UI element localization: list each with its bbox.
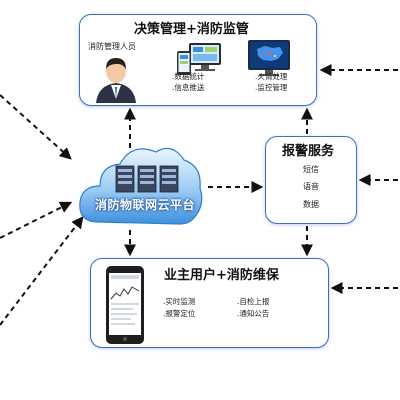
manager-label: 消防管理人员: [88, 42, 136, 51]
smartphone-icon: [106, 266, 144, 344]
top-right-item-2: .监控管理: [255, 83, 288, 92]
iot-cloud-platform: [76, 136, 206, 228]
owner-maintenance-title: 业主用户+消防维保: [164, 268, 279, 283]
alarm-service-box: 报警服务 短信 语音 数据: [265, 136, 357, 224]
bottom-left-item-2: .报警定位: [163, 309, 196, 318]
alarm-service-title: 报警服务: [282, 144, 335, 159]
manager-avatar-icon: [96, 58, 136, 103]
arrow-left-mid: [0, 201, 73, 239]
arrow-left-lower: [0, 216, 84, 326]
bottom-left-item-1: .实时监测: [163, 297, 196, 306]
alarm-item-sms: 短信: [303, 165, 319, 174]
arrow-left-upper: [0, 94, 72, 160]
cloud-platform-label: 消防物联网云平台: [94, 198, 195, 212]
devices-icon: [177, 43, 221, 75]
decision-management-title: 决策管理+消防监管: [134, 22, 249, 37]
cloud-icon: [79, 147, 203, 225]
top-left-item-1: .数据统计: [172, 72, 205, 81]
monitoring-map-icon: [248, 40, 290, 76]
server-rack-icon: [115, 165, 179, 193]
top-left-item-2: .信息推送: [172, 83, 205, 92]
alarm-item-voice: 语音: [303, 182, 319, 191]
owner-maintenance-box: 业主用户+消防维保 .实时监测 .报警定位 .自检上报 .通知公告: [90, 258, 329, 348]
alarm-item-data: 数据: [303, 200, 319, 209]
decision-management-box: 决策管理+消防监管 消防管理人员 .数据统计 .信息推送 .火情处理 .监控管: [79, 14, 317, 106]
top-right-item-1: .火情处理: [255, 72, 288, 81]
bottom-right-item-1: .自检上报: [237, 297, 270, 306]
bottom-right-item-2: .通知公告: [237, 309, 270, 318]
